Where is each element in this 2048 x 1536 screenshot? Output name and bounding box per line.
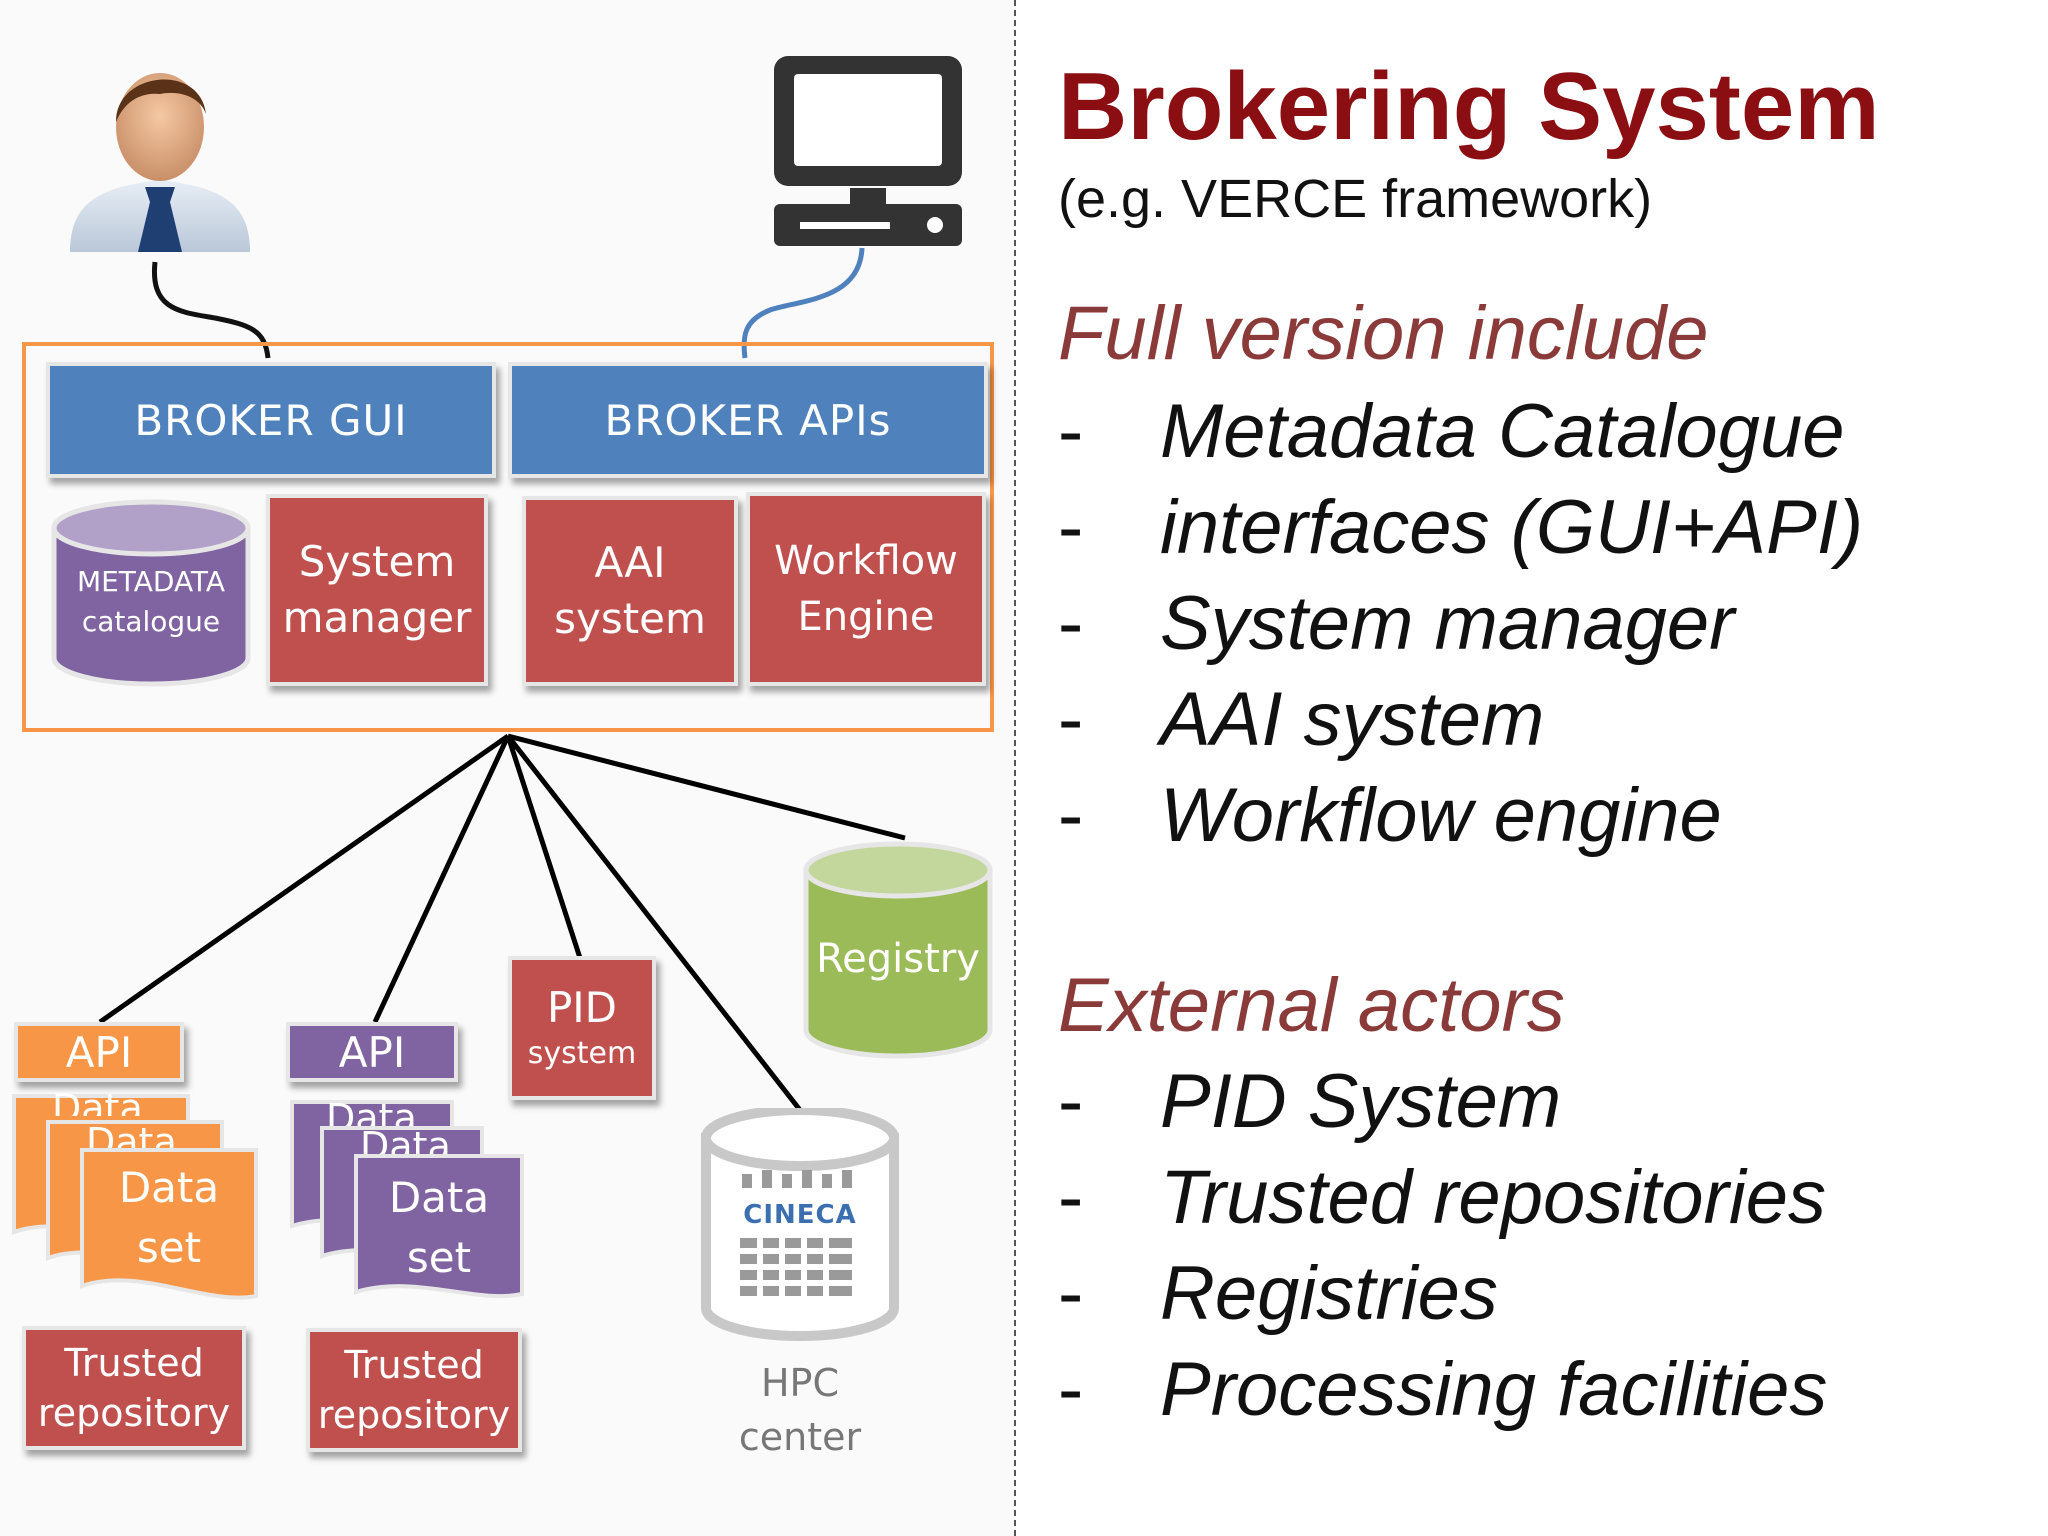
pid-system-box: PID system — [508, 956, 656, 1100]
full-item-3: -System manager — [1058, 581, 1735, 666]
dataset-line1-b: Data — [388, 1173, 490, 1222]
broker-frame — [22, 342, 994, 732]
dataset-line2: set — [136, 1223, 202, 1272]
pid-line2: system — [527, 1036, 637, 1071]
api-purple-box: API — [286, 1022, 458, 1082]
dataset-line2-b: set — [406, 1233, 472, 1282]
full-item-5: -Workflow engine — [1058, 773, 1722, 858]
external-item-1: -PID System — [1058, 1059, 1562, 1144]
cineca-logo-text: CINECA — [743, 1200, 857, 1230]
external-item-2: -Trusted repositories — [1058, 1155, 1826, 1240]
user-icon — [70, 73, 250, 252]
workflow-engine-box: Workflow Engine — [746, 492, 986, 686]
page-title: Brokering System — [1058, 53, 1880, 160]
hpc-line1: HPC — [760, 1361, 840, 1405]
metadata-line2: catalogue — [81, 605, 221, 638]
trusted-repo-1-line2: repository — [37, 1391, 231, 1435]
broker-gui-label: BROKER GUI — [134, 395, 408, 445]
hpc-center-db: CINECA — [700, 1108, 900, 1344]
dataset-partial-4: Data — [360, 1124, 451, 1154]
page-subtitle: (e.g. VERCE framework) — [1058, 169, 1653, 229]
registry-db: Registry — [798, 840, 998, 1064]
full-item-2: -interfaces (GUI+API) — [1058, 485, 1864, 570]
divider — [1014, 0, 1016, 1536]
external-item-4: -Processing facilities — [1058, 1347, 1828, 1432]
aai-line2: system — [554, 594, 706, 643]
full-item-4: -AAI system — [1058, 677, 1545, 762]
dataset-partial-3: Data — [326, 1096, 417, 1126]
external-actors-heading: External actors — [1058, 963, 1565, 1048]
aai-system-box: AAI system — [522, 496, 738, 686]
database-icon — [803, 841, 993, 1059]
broker-gui-box: BROKER GUI — [46, 362, 496, 478]
document-stack-icon — [290, 1100, 524, 1299]
system-manager-line2: manager — [282, 593, 472, 642]
broker-apis-label: BROKER APIs — [604, 395, 892, 445]
trusted-repo-box-1: Trusted repository — [22, 1326, 246, 1450]
aai-line1: AAI — [594, 538, 666, 587]
api-orange-box: API — [14, 1022, 184, 1082]
trusted-repo-1-line1: Trusted — [64, 1341, 204, 1385]
workflow-line2: Engine — [797, 594, 935, 640]
trusted-repo-2-line1: Trusted — [344, 1343, 484, 1387]
pid-line1: PID — [546, 983, 618, 1032]
workflow-line1: Workflow — [774, 538, 958, 584]
database-icon — [51, 499, 251, 687]
dataset-stack-orange: Data Data Data set — [10, 1086, 260, 1302]
hpc-line2: center — [738, 1415, 862, 1459]
computer-icon — [774, 56, 962, 246]
broker-apis-box: BROKER APIs — [508, 362, 988, 478]
full-item-1: -Metadata Catalogue — [1058, 389, 1845, 474]
dataset-line1: Data — [118, 1163, 220, 1212]
hpc-caption: HPC center — [700, 1356, 900, 1464]
trusted-repo-2-line2: repository — [317, 1393, 511, 1437]
dataset-partial-2: Data — [86, 1120, 177, 1148]
dataset-partial-1: Data — [52, 1086, 143, 1116]
external-item-3: -Registries — [1058, 1251, 1498, 1336]
system-manager-box: System manager — [266, 494, 488, 686]
system-manager-line1: System — [298, 537, 456, 586]
dataset-stack-purple: Data Data Data set — [288, 1096, 528, 1310]
trusted-repo-box-2: Trusted repository — [306, 1328, 522, 1452]
full-version-heading: Full version include — [1058, 291, 1709, 376]
api-purple-label: API — [338, 1027, 406, 1077]
registry-label: Registry — [816, 936, 980, 982]
metadata-catalogue-db: METADATA catalogue — [46, 498, 256, 692]
document-stack-icon — [12, 1094, 258, 1300]
metadata-line1: METADATA — [76, 565, 226, 598]
api-orange-label: API — [65, 1027, 133, 1077]
hpc-cylinder-icon — [701, 1108, 899, 1341]
